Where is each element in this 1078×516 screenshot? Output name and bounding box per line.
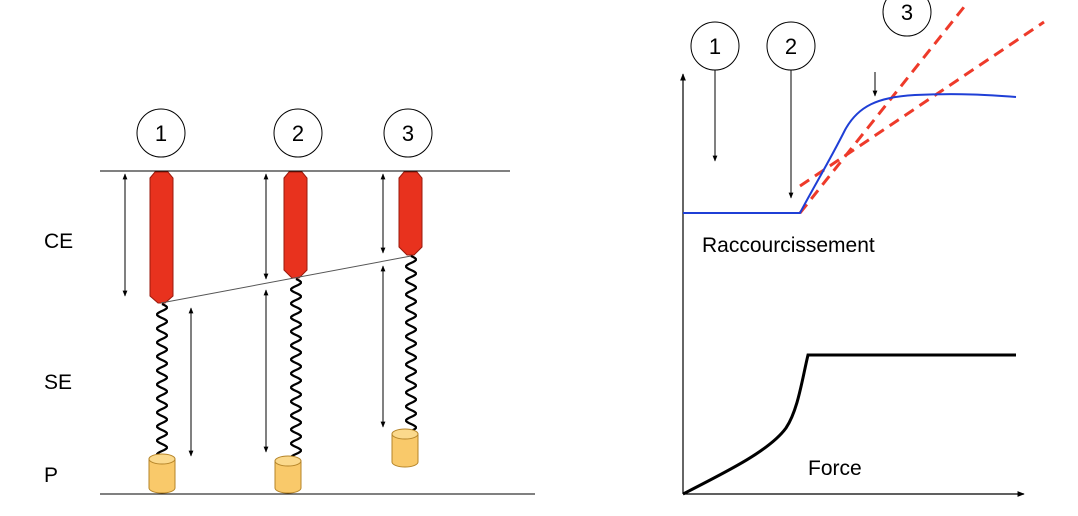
stage-circle-2-left: 2 [273, 108, 323, 158]
contractile-element-3 [398, 171, 423, 256]
se-region-label: SE [44, 371, 72, 394]
stage-circle-1-right: 1 [690, 21, 740, 71]
right-diagram: 1 2 3 Raccourcissement Force [680, 0, 1045, 497]
stage-number-1-left: 1 [155, 121, 167, 146]
p-region-label: P [44, 464, 58, 487]
load-cylinder-1 [148, 453, 176, 494]
stage-circle-3-left: 3 [383, 108, 433, 158]
shortening-label: Raccourcissement [702, 234, 875, 257]
tangent-line-steep [798, 1, 970, 214]
series-elastic-spring-1 [156, 303, 168, 459]
load-cylinder-3 [391, 428, 419, 468]
load-cylinder-2 [274, 455, 302, 494]
ce-region-label: CE [44, 230, 73, 253]
ce-junction-line [160, 255, 412, 304]
series-elastic-spring-3 [405, 255, 417, 435]
contractile-element-2 [283, 171, 308, 279]
force-label: Force [808, 457, 862, 480]
stage-number-1-right: 1 [709, 34, 721, 59]
left-diagram: CE SE P 1 2 3 [44, 108, 535, 495]
force-curve [682, 353, 1016, 496]
stage-circle-2-right: 2 [766, 21, 816, 71]
stage-number-3-right: 3 [901, 0, 913, 25]
tangent-line-shallow [799, 20, 1045, 188]
stage-number-2-left: 2 [292, 121, 304, 146]
contractile-element-1 [149, 171, 174, 304]
stage-circle-3-right: 3 [882, 0, 932, 37]
stage-number-3-left: 3 [402, 121, 414, 146]
series-elastic-spring-2 [290, 278, 302, 463]
stage-number-2-right: 2 [785, 34, 797, 59]
stage-circle-1-left: 1 [136, 108, 186, 158]
shortening-curve [683, 93, 1017, 214]
